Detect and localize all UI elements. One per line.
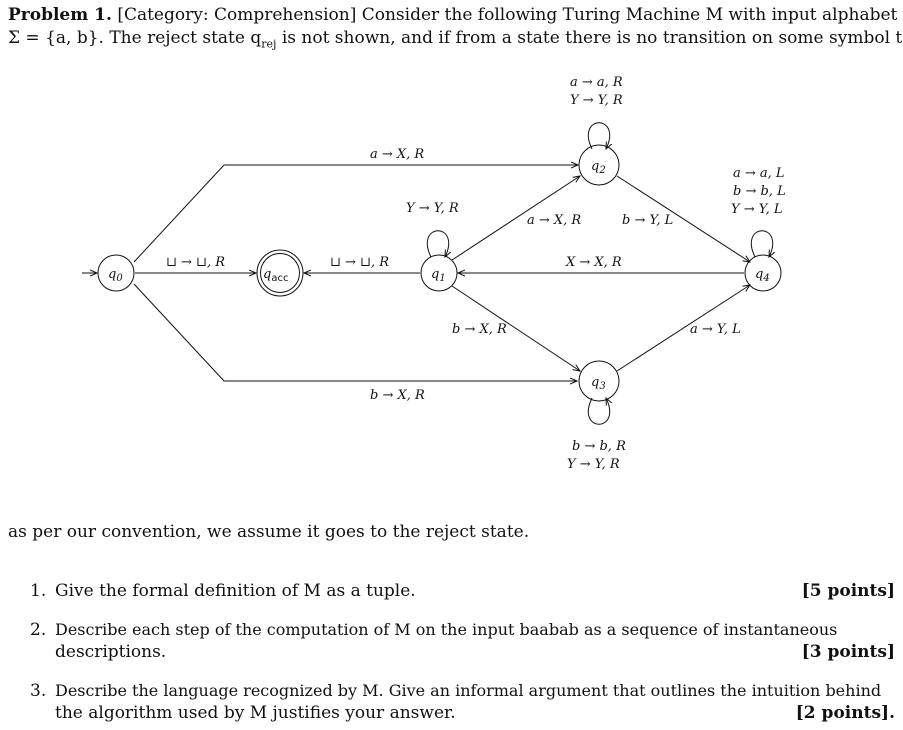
loop-q1: [426, 230, 448, 257]
label-q1-q3: b → X, R: [452, 322, 507, 337]
edge-q2-q4: [616, 175, 750, 262]
state-qacc: [256, 249, 304, 297]
question-3-number: 3.: [30, 681, 47, 701]
label-q4-loop-3: Y → Y, L: [731, 202, 783, 217]
question-1-number: 1.: [30, 581, 47, 601]
label-q4-loop-1: a → a, L: [733, 166, 785, 181]
label-q2-q4: b → Y, L: [622, 213, 673, 228]
loop-q4: [750, 230, 772, 257]
state-q3: [578, 360, 620, 402]
problem-intro-line2-rest: is not shown, and if from a state there …: [276, 28, 903, 48]
edge-q0-q2: [133, 165, 578, 263]
question-3-text-line2: the algorithm used by M justifies your a…: [55, 703, 456, 723]
problem-category: [Category: Comprehension]: [117, 5, 357, 25]
state-q1: [420, 254, 458, 292]
problem-intro-line1: Consider the following Turing Machine M …: [361, 5, 898, 25]
label-q4-loop-2: b → b, L: [733, 184, 786, 199]
question-1-points: [5 points]: [801, 581, 895, 601]
state-q0-label: q0: [108, 267, 123, 284]
state-q2-label: q2: [591, 159, 606, 176]
question-2-number: 2.: [30, 620, 47, 640]
edge-q1-q2: [451, 176, 580, 261]
label-q0-q3: b → X, R: [370, 388, 425, 403]
problem-header-line2: Σ = {a, b}. The reject state qrej is not…: [8, 27, 903, 55]
state-q2: [578, 144, 620, 186]
label-q4-q1: X → X, R: [565, 255, 622, 270]
question-3-text-line1: Describe the language recognized by M. G…: [55, 681, 882, 700]
state-q4-label: q4: [755, 267, 770, 284]
edge-q3-q4: [616, 285, 750, 372]
label-q2-loop-1: a → a, R: [570, 75, 623, 90]
reject-subscript: rej: [261, 37, 277, 51]
label-q3-loop-1: b → b, R: [572, 439, 626, 454]
label-q1-q2: a → X, R: [527, 213, 581, 228]
label-q1-qacc: ⊔ → ⊔, R: [330, 255, 389, 270]
edge-q0-q3: [133, 283, 577, 381]
question-2-points: [3 points]: [801, 642, 895, 662]
loop-q2: [587, 122, 609, 149]
label-q0-q2: a → X, R: [370, 147, 424, 162]
label-q1-loop: Y → Y, R: [406, 201, 459, 216]
turing-machine-diagram: q0 qacc q1 q2 q3 q4 a → X, R b → X, R ⊔ …: [82, 75, 786, 472]
problem-header-line1: Problem 1. [Category: Comprehension] Con…: [8, 4, 897, 26]
question-2-text-line2: descriptions.: [55, 642, 167, 662]
label-q0-qacc: ⊔ → ⊔, R: [166, 255, 225, 270]
state-qacc-label: qacc: [263, 267, 288, 284]
state-q3-label: q3: [591, 375, 606, 392]
problem-intro-line2: Σ = {a, b}. The reject state q: [8, 28, 262, 48]
loop-q3: [587, 398, 609, 425]
state-q1-label: q1: [431, 267, 446, 284]
question-3-points: [2 points].: [795, 703, 895, 723]
question-2-text-line1: Describe each step of the computation of…: [55, 620, 838, 639]
problem-continuation: as per our convention, we assume it goes…: [8, 522, 530, 542]
edge-q1-q3: [451, 285, 580, 371]
state-qacc-inner: [260, 253, 300, 293]
state-q4: [744, 254, 782, 292]
label-q2-loop-2: Y → Y, R: [570, 93, 623, 108]
question-1-text: Give the formal definition of M as a tup…: [55, 581, 416, 601]
label-q3-q4: a → Y, L: [690, 322, 741, 337]
label-q3-loop-2: Y → Y, R: [567, 457, 620, 472]
state-q0: [97, 254, 135, 292]
problem-number: Problem 1.: [8, 5, 112, 25]
